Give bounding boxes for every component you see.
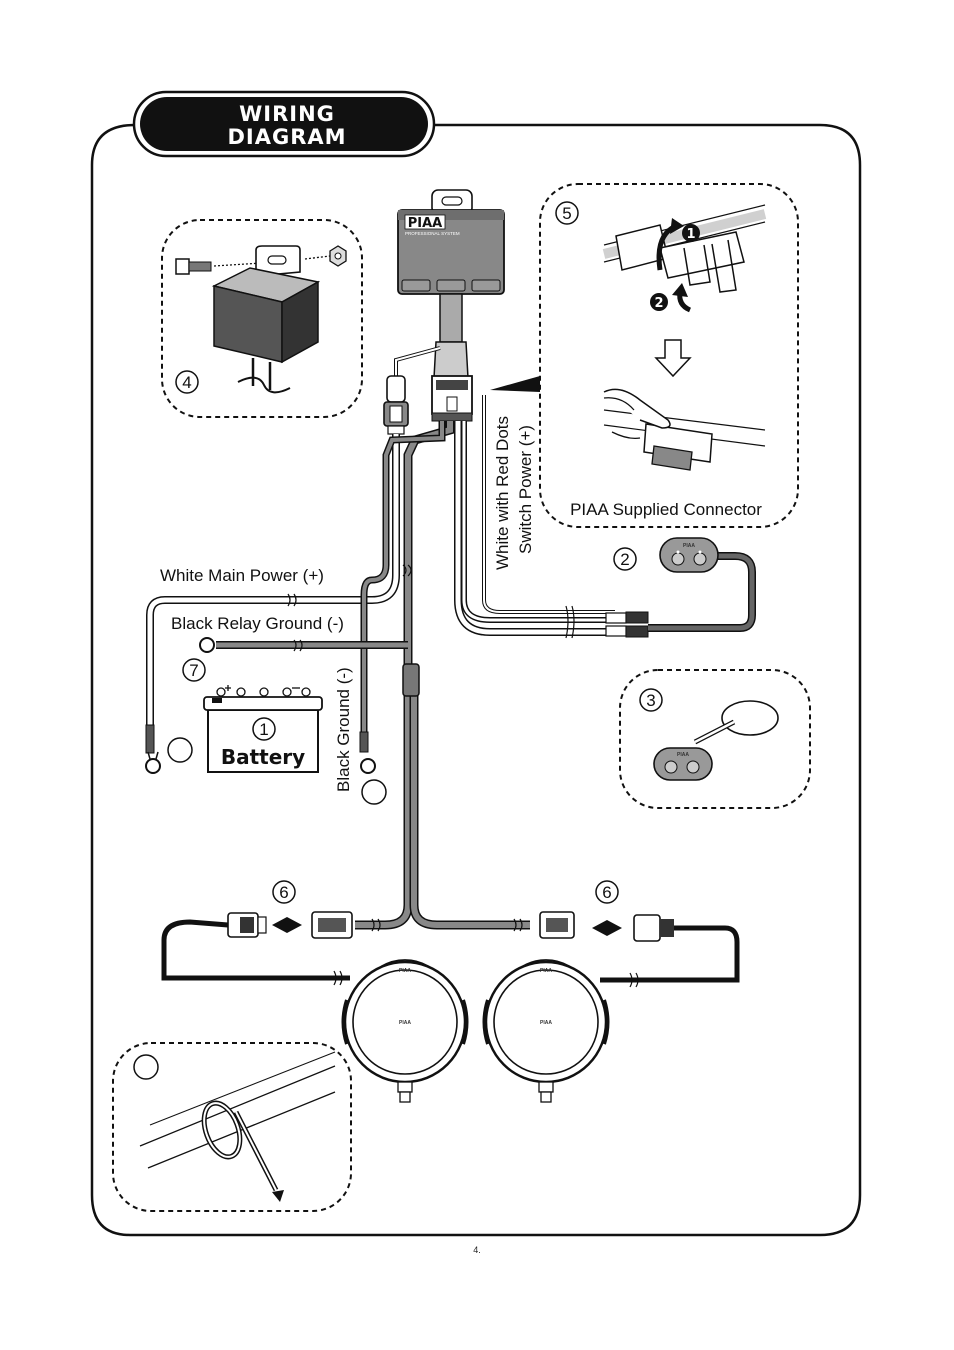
battery-label: Battery — [221, 745, 305, 769]
relay-logo-sub: PROFESSIONAL SYSTEM — [405, 231, 460, 236]
relay-cube-icon — [211, 267, 321, 364]
lamp-logo-right: PIAA — [540, 1020, 552, 1026]
arrow-number-2: 2 — [654, 296, 663, 311]
lamp-connector-right — [539, 911, 674, 942]
relay-mount-inset: 4 — [161, 219, 363, 418]
relay-logo: PIAA — [408, 216, 443, 231]
title-banner: WIRING DIAGRAM — [132, 90, 436, 158]
title-line2: DIAGRAM — [227, 125, 346, 149]
connector-inset: 5 1 2 PIAA Supplied Connector — [539, 183, 799, 528]
ring-terminal-icon-2 — [359, 731, 376, 774]
step-number-6b: 6 — [602, 883, 611, 902]
page-number: 4. — [473, 1245, 481, 1255]
cable-tie-inset — [112, 1042, 352, 1212]
step-number-7: 7 — [189, 661, 198, 680]
tap-connector-open-icon — [615, 224, 745, 293]
battery-icon: 1 Battery — [203, 685, 323, 773]
step-circle-empty-2 — [361, 779, 387, 805]
title-line1: WIRING — [239, 102, 335, 126]
step-number-4: 4 — [182, 373, 191, 392]
step-number-5: 5 — [562, 204, 571, 223]
step-number-2: 2 — [620, 550, 629, 569]
label-black-ground: Black Ground (-) — [334, 667, 353, 792]
label-switch-power: Switch Power (+) — [516, 425, 535, 554]
tap-connector-closed-icon — [603, 388, 713, 471]
bolt-icon — [175, 258, 212, 275]
lamp-top-logo-left: PIAA — [399, 968, 411, 974]
relay-unit: PIAA PROFESSIONAL SYSTEM — [397, 189, 505, 422]
down-arrow-icon — [654, 339, 692, 378]
fuse-holder-icon — [383, 375, 409, 435]
lamp-top-logo-right: PIAA — [540, 968, 552, 974]
lamp-connector-left — [227, 911, 353, 939]
switch-unit: PIAA — [659, 537, 719, 573]
ring-terminal-icon-3 — [199, 637, 215, 653]
switch-logo: PIAA — [683, 543, 695, 549]
step-number-3: 3 — [646, 691, 655, 710]
step-circle-empty — [167, 737, 193, 763]
label-piaa-connector: PIAA Supplied Connector — [570, 500, 762, 519]
step-number-6a: 6 — [279, 883, 288, 902]
switch-logo-2: PIAA — [677, 752, 689, 758]
page-frame — [90, 123, 862, 1237]
nut-icon — [329, 245, 347, 267]
arrow-number-1: 1 — [686, 227, 695, 242]
pull-arrow-icon — [272, 1190, 284, 1202]
label-white-main-power: White Main Power (+) — [160, 566, 324, 585]
lamp-left-icon: PIAA PIAA — [341, 959, 469, 1103]
step-number-1: 1 — [259, 720, 268, 739]
switch-mount-inset: 3 PIAA — [619, 669, 811, 809]
lamp-logo-left: PIAA — [399, 1020, 411, 1026]
label-black-relay-ground: Black Relay Ground (-) — [171, 614, 344, 633]
label-white-red-dots: White with Red Dots — [493, 416, 512, 570]
lamp-right-icon: PIAA PIAA — [482, 959, 610, 1103]
adhesive-pad-icon — [721, 700, 779, 736]
ring-terminal-icon — [145, 724, 161, 774]
